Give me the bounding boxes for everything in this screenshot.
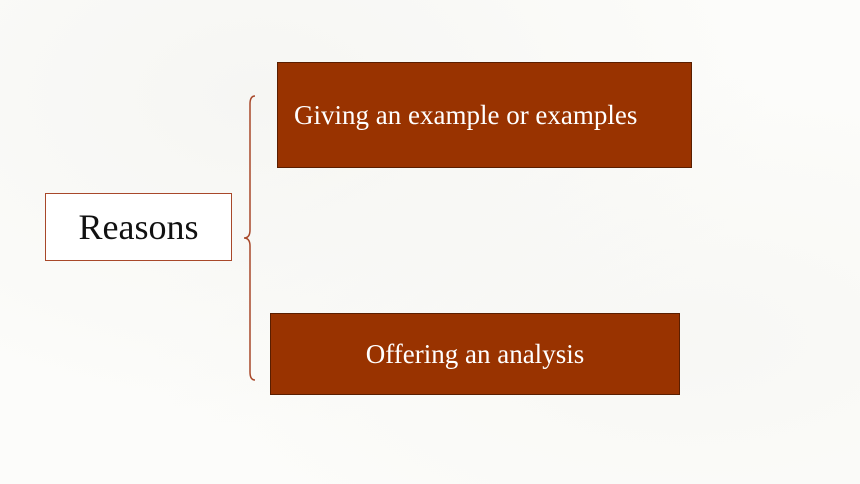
root-node-box: Reasons <box>45 193 232 261</box>
curly-brace-path <box>243 95 256 381</box>
branch-node-label-examples: Giving an example or examples <box>294 100 638 130</box>
root-node-label: Reasons <box>78 207 199 247</box>
curly-brace-connector <box>243 95 256 381</box>
branch-node-box-analysis: Offering an analysis <box>270 313 680 395</box>
branch-node-label-analysis: Offering an analysis <box>365 338 585 369</box>
branch-node-box-examples: Giving an example or examples <box>277 62 692 168</box>
